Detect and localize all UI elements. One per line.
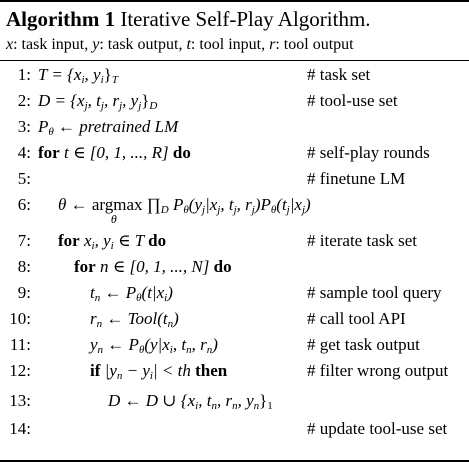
algorithm-line-12: 12: if |yn − yi| < th then # filter wron… <box>0 358 469 384</box>
algorithm-line-10: 10: rn ← Tool(tn) # call tool API <box>0 306 469 332</box>
line-number: 10: <box>9 309 31 328</box>
algorithm-line-7: 7: for xi, yi ∈ T do # iterate task set <box>0 228 469 254</box>
line-comment: # finetune LM <box>307 169 406 188</box>
line-comment: # sample tool query <box>307 283 442 302</box>
line-code: D ← D ∪ {xi, tn, rn, yn}1 <box>108 391 273 412</box>
line-number: 14: <box>9 419 31 438</box>
algorithm-line-1: 1: T = {xi, yi}T # task set <box>0 62 469 88</box>
line-comment: # get task output <box>307 335 420 354</box>
line-number: 8: <box>17 257 31 276</box>
line-code: if |yn − yi| < th then <box>90 361 228 382</box>
line-comment: # iterate task set <box>307 231 417 250</box>
notation-y: y <box>92 36 100 53</box>
algorithm-line-11: 11: yn ← Pθ(y|xi, tn, rn) # get task out… <box>0 332 469 358</box>
line-comment: # filter wrong output <box>307 361 449 380</box>
notation-r-desc: : tool output <box>275 36 354 53</box>
line-code: Pθ ← pretrained LM <box>38 117 179 138</box>
notation-line: x: task input, y: task output, t: tool i… <box>6 34 354 56</box>
line-code: for n ∈ [0, 1, ..., N] do <box>74 257 232 276</box>
line-code: for xi, yi ∈ T do <box>58 231 167 252</box>
line-code: rn ← Tool(tn) <box>90 309 179 330</box>
line-number: 9: <box>17 283 31 302</box>
notation-x-desc: : task input, <box>13 36 93 53</box>
notation-y-desc: : task output, <box>99 36 187 53</box>
line-comment: # call tool API <box>307 309 406 328</box>
line-number: 13: <box>9 391 31 410</box>
line-code: D = {xj, tj, rj, yj}D <box>38 91 158 112</box>
line-comment: # update tool-use set <box>307 419 448 438</box>
algorithm-name: Iterative Self-Play Algorithm. <box>120 7 371 31</box>
top-rule <box>0 0 469 2</box>
line-number: 4: <box>17 143 31 162</box>
algorithm-line-8: 8: for n ∈ [0, 1, ..., N] do <box>0 254 469 280</box>
line-code: for t ∈ [0, 1, ..., R] do <box>38 143 191 162</box>
line-comment: # tool-use set <box>307 91 398 110</box>
bottom-rule <box>0 460 469 462</box>
line-comment: # task set <box>307 65 371 84</box>
notation-x: x <box>6 36 14 53</box>
middle-rule <box>0 60 469 61</box>
line-number: 12: <box>9 361 31 380</box>
line-code: tn ← Pθ(t|xi) <box>90 283 173 304</box>
algorithm-line-5: 5: # finetune LM <box>0 166 469 192</box>
line-number: 7: <box>17 231 31 250</box>
line-comment: # self-play rounds <box>307 143 430 162</box>
algorithm-label: Algorithm 1 <box>6 7 116 31</box>
line-number: 1: <box>17 65 31 84</box>
line-number: 2: <box>17 91 31 110</box>
notation-t: t <box>186 36 191 53</box>
algorithm-line-4: 4: for t ∈ [0, 1, ..., R] do # self-play… <box>0 140 469 166</box>
line-code: T = {xi, yi}T <box>38 65 118 86</box>
line-number: 3: <box>17 117 31 136</box>
algorithm-line-3: 3: Pθ ← pretrained LM <box>0 114 469 140</box>
line-number: 11: <box>9 335 31 354</box>
line-code: yn ← Pθ(y|xi, tn, rn) <box>90 335 218 356</box>
notation-t-desc: : tool input, <box>190 36 270 53</box>
line-number: 5: <box>17 169 31 188</box>
algorithm-line-14: 14: # update tool-use set <box>0 416 469 442</box>
algorithm-title: Algorithm 1 Iterative Self-Play Algorith… <box>6 6 371 32</box>
algorithm-line-2: 2: D = {xj, tj, rj, yj}D # tool-use set <box>0 88 469 114</box>
algorithm-line-13: 13: D ← D ∪ {xi, tn, rn, yn}1 <box>0 388 469 414</box>
line-number: 6: <box>17 195 31 214</box>
algorithm-line-9: 9: tn ← Pθ(t|xi) # sample tool query <box>0 280 469 306</box>
notation-r: r <box>269 36 276 53</box>
